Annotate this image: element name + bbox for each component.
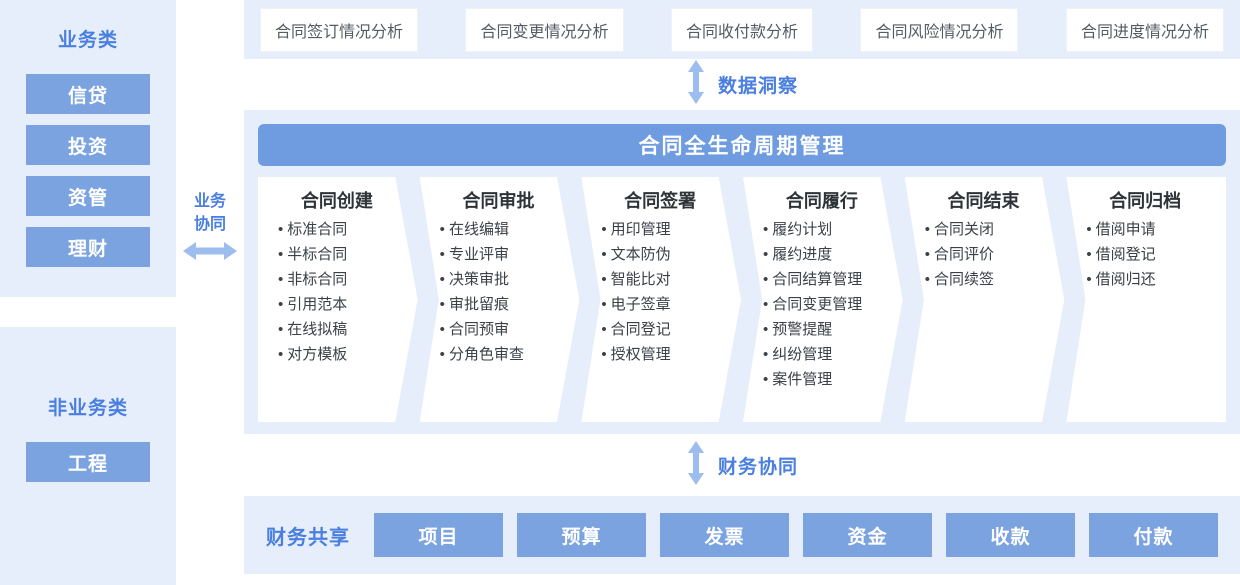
stage-item-list: 用印管理 文本防伪 智能比对 电子签章 合同登记 授权管理 <box>601 217 735 367</box>
lifecycle-title: 合同全生命周期管理 <box>258 124 1226 166</box>
collaboration-label-line1: 业务 <box>193 193 226 210</box>
analysis-card-payment[interactable]: 合同收付款分析 <box>670 7 813 52</box>
stage-title: 合同签署 <box>624 191 697 211</box>
sidebar: 业务类 信贷 投资 资管 理财 非业务类 工程 <box>0 0 176 585</box>
stage-contract-signing[interactable]: 合同签署 用印管理 文本防伪 智能比对 电子签章 合同登记 授权管理 <box>581 177 742 422</box>
analysis-card-strip: 合同签订情况分析 合同变更情况分析 合同收付款分析 合同风险情况分析 合同进度情… <box>244 0 1240 59</box>
lifecycle-panel: 合同全生命周期管理 合同创建 标准合同 半标合同 非标合同 引用范本 在线拟稿 … <box>244 110 1240 434</box>
sidebar-item-investment[interactable]: 投资 <box>26 125 150 165</box>
finance-shared-strip: 财务共享 项目 预算 发票 资金 收款 付款 <box>244 496 1240 574</box>
stage-item: 用印管理 <box>601 217 735 242</box>
stage-item-list: 履约计划 履约进度 合同结算管理 合同变更管理 预警提醒 纠纷管理 案件管理 <box>763 217 897 392</box>
stage-item: 专业评审 <box>440 242 574 267</box>
stage-item: 对方模板 <box>278 342 412 367</box>
stage-item: 引用范本 <box>278 292 412 317</box>
lifecycle-stages: 合同创建 标准合同 半标合同 非标合同 引用范本 在线拟稿 对方模板 <box>258 177 1227 422</box>
sidebar-non-business-panel: 非业务类 工程 <box>0 327 176 585</box>
stage-item: 预警提醒 <box>763 317 897 342</box>
stage-title: 合同创建 <box>300 191 373 211</box>
stage-contract-creation[interactable]: 合同创建 标准合同 半标合同 非标合同 引用范本 在线拟稿 对方模板 <box>258 177 418 422</box>
stage-item-list: 合同关闭 合同评价 合同续签 <box>925 217 1059 292</box>
finance-item-funds[interactable]: 资金 <box>803 513 932 557</box>
main-content: 合同签订情况分析 合同变更情况分析 合同收付款分析 合同风险情况分析 合同进度情… <box>244 0 1240 585</box>
vertical-double-arrow-icon <box>686 440 706 490</box>
analysis-card-progress[interactable]: 合同进度情况分析 <box>1065 7 1224 52</box>
data-insight-connector: 数据洞察 <box>244 59 1240 110</box>
stage-item: 案件管理 <box>763 367 897 392</box>
stage-item: 分角色审查 <box>440 342 574 367</box>
collaboration-label-line2: 协同 <box>193 216 226 233</box>
stage-item: 电子签章 <box>601 292 735 317</box>
stage-item: 借阅申请 <box>1086 217 1220 242</box>
finance-collaboration-label: 财务协同 <box>717 456 798 478</box>
finance-item-receipts[interactable]: 收款 <box>946 513 1075 557</box>
stage-title: 合同归档 <box>1109 191 1182 211</box>
stage-item: 合同预审 <box>440 317 574 342</box>
stage-item: 半标合同 <box>278 242 412 267</box>
stage-item: 合同评价 <box>925 242 1059 267</box>
data-insight-label: 数据洞察 <box>717 76 798 97</box>
finance-item-project[interactable]: 项目 <box>374 513 503 557</box>
stage-item: 在线拟稿 <box>278 317 412 342</box>
stage-item: 授权管理 <box>601 342 735 367</box>
stage-item: 履约进度 <box>763 242 897 267</box>
stage-title: 合同履行 <box>785 191 858 211</box>
stage-item-list: 标准合同 半标合同 非标合同 引用范本 在线拟稿 对方模板 <box>278 217 412 367</box>
sidebar-item-credit[interactable]: 信贷 <box>26 74 150 114</box>
business-collaboration-connector: 业务 协同 <box>176 190 244 262</box>
stage-item: 合同关闭 <box>925 217 1059 242</box>
stage-item: 合同变更管理 <box>763 292 897 317</box>
stage-item: 借阅登记 <box>1086 242 1220 267</box>
analysis-card-change[interactable]: 合同变更情况分析 <box>465 7 624 52</box>
stage-title: 合同结束 <box>947 191 1020 211</box>
stage-title: 合同审批 <box>462 191 535 211</box>
finance-item-payments[interactable]: 付款 <box>1089 513 1218 557</box>
stage-item: 审批留痕 <box>440 292 574 317</box>
finance-collaboration-connector: 财务协同 <box>244 434 1240 496</box>
stage-item: 标准合同 <box>278 217 412 242</box>
stage-item: 决策审批 <box>440 267 574 292</box>
finance-item-invoice[interactable]: 发票 <box>660 513 789 557</box>
stage-item: 在线编辑 <box>440 217 574 242</box>
stage-item: 合同结算管理 <box>763 267 897 292</box>
stage-item: 借阅归还 <box>1086 267 1220 292</box>
stage-item: 合同登记 <box>601 317 735 342</box>
stage-item: 智能比对 <box>601 267 735 292</box>
stage-contract-termination[interactable]: 合同结束 合同关闭 合同评价 合同续签 <box>904 177 1065 422</box>
sidebar-non-business-items: 工程 <box>0 442 176 482</box>
stage-item: 文本防伪 <box>601 242 735 267</box>
sidebar-non-business-title: 非业务类 <box>47 398 128 419</box>
finance-item-budget[interactable]: 预算 <box>517 513 646 557</box>
sidebar-item-engineering[interactable]: 工程 <box>26 442 150 482</box>
vertical-double-arrow-icon <box>686 60 706 109</box>
analysis-card-signing[interactable]: 合同签订情况分析 <box>260 7 419 52</box>
sidebar-business-items: 信贷 投资 资管 理财 <box>0 74 176 267</box>
sidebar-business-title: 业务类 <box>57 30 118 51</box>
sidebar-business-panel: 业务类 信贷 投资 资管 理财 <box>0 0 176 297</box>
analysis-card-risk[interactable]: 合同风险情况分析 <box>860 7 1019 52</box>
stage-contract-performance[interactable]: 合同履行 履约计划 履约进度 合同结算管理 合同变更管理 预警提醒 纠纷管理 案… <box>743 177 903 422</box>
stage-item: 合同续签 <box>925 267 1059 292</box>
sidebar-item-wealth-management[interactable]: 理财 <box>26 227 150 267</box>
sidebar-item-asset-management[interactable]: 资管 <box>26 176 150 216</box>
finance-shared-label: 财务共享 <box>266 526 350 549</box>
stage-item: 非标合同 <box>278 267 412 292</box>
stage-item-list: 借阅申请 借阅登记 借阅归还 <box>1086 217 1220 292</box>
stage-item: 履约计划 <box>763 217 897 242</box>
stage-contract-archiving[interactable]: 合同归档 借阅申请 借阅登记 借阅归还 <box>1066 177 1227 422</box>
stage-item: 纠纷管理 <box>763 342 897 367</box>
stage-item-list: 在线编辑 专业评审 决策审批 审批留痕 合同预审 分角色审查 <box>440 217 574 367</box>
stage-contract-approval[interactable]: 合同审批 在线编辑 专业评审 决策审批 审批留痕 合同预审 分角色审查 <box>419 177 580 422</box>
horizontal-double-arrow-icon <box>176 240 244 262</box>
